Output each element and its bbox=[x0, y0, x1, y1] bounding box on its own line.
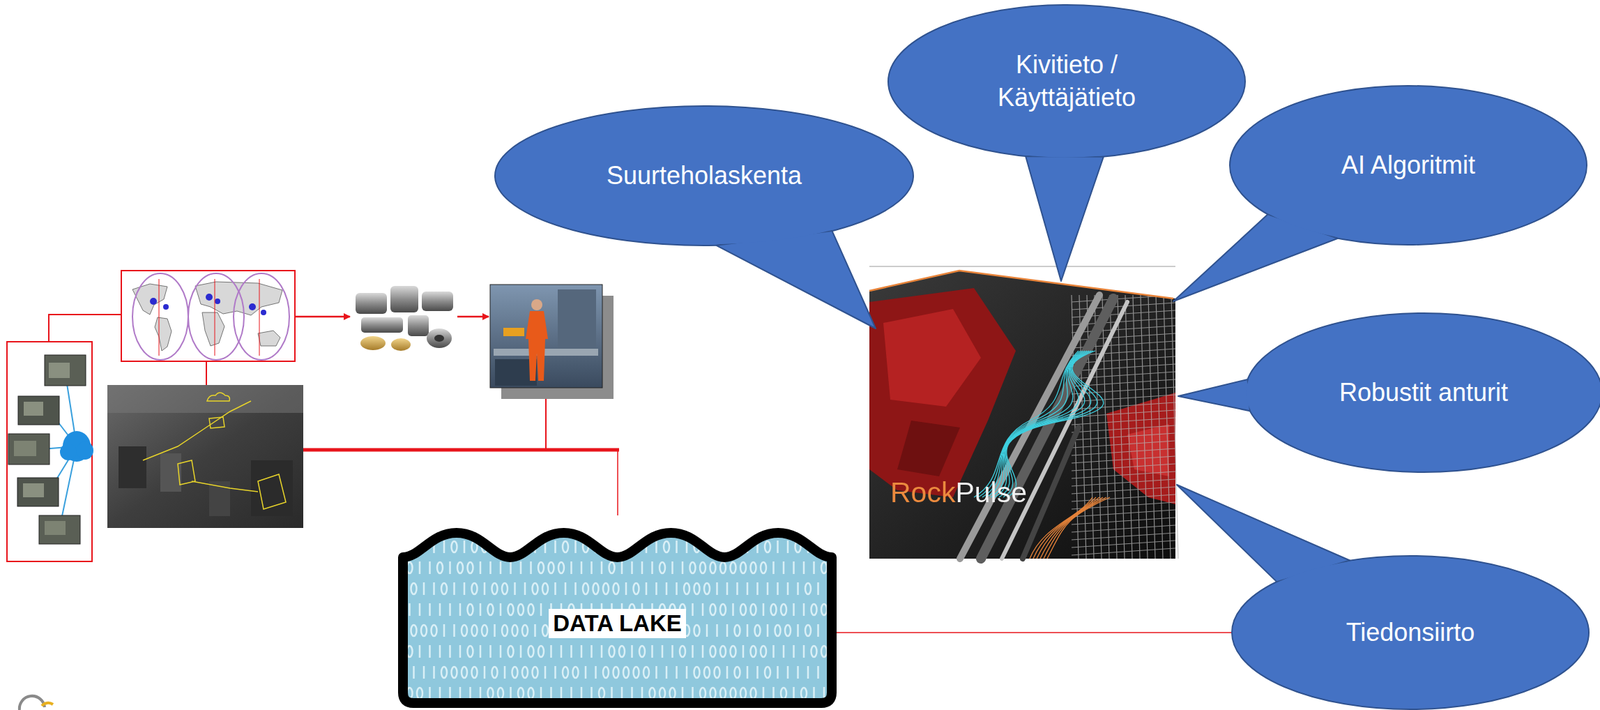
bubble-fill bbox=[1233, 557, 1589, 709]
brand-name: RockPulse bbox=[890, 476, 1027, 509]
red-link bbox=[205, 361, 208, 385]
logo-fragment bbox=[19, 695, 45, 710]
callout-bubble: Tiedonsiirto bbox=[1231, 555, 1589, 710]
callout-bubble: Robustit anturit bbox=[1245, 313, 1600, 472]
bubble-ellipse bbox=[1229, 85, 1587, 245]
image-shape bbox=[869, 267, 1176, 559]
red-link bbox=[48, 314, 122, 342]
bubble-fill bbox=[1246, 314, 1600, 472]
callout-bubble: Suurteholaskenta bbox=[494, 105, 914, 246]
machine-photos bbox=[8, 354, 86, 544]
spare-parts bbox=[355, 285, 454, 351]
product-image: RockPulse bbox=[869, 267, 1176, 559]
data-link bbox=[836, 631, 1232, 634]
callout-text: AI Algoritmit bbox=[1341, 149, 1476, 182]
red-arrow bbox=[457, 315, 489, 318]
bubble-ellipse bbox=[888, 4, 1246, 159]
callout-bubble: AI Algoritmit bbox=[1229, 85, 1587, 245]
bubble-fill bbox=[1231, 87, 1587, 245]
red-arrow bbox=[295, 315, 350, 318]
binary-texture bbox=[396, 540, 842, 700]
bubble-shape bbox=[888, 4, 1246, 159]
bubble-tail bbox=[1178, 379, 1251, 411]
bubble-fill bbox=[496, 107, 913, 245]
callout-text: Suurteholaskenta bbox=[606, 159, 802, 193]
logo-fragment bbox=[41, 702, 53, 706]
bubble-ellipse bbox=[494, 105, 914, 246]
data-lake: DATA LAKE bbox=[398, 525, 837, 709]
callout-text: Robustit anturit bbox=[1339, 376, 1508, 410]
drill-rig-picture bbox=[869, 265, 1179, 559]
bubble-ellipse bbox=[1245, 313, 1600, 472]
bubble-tail bbox=[1025, 156, 1104, 281]
lake-outline bbox=[402, 532, 832, 703]
callout-text: Kivitieto / Käyttäjätieto bbox=[979, 48, 1154, 115]
bubble-ellipse bbox=[1231, 555, 1589, 710]
bubble-fill bbox=[889, 6, 1245, 158]
lake-title: DATA LAKE bbox=[548, 608, 687, 638]
callout-text: Tiedonsiirto bbox=[1346, 616, 1476, 650]
callout-bubble: Kivitieto / Käyttäjätieto bbox=[888, 4, 1246, 159]
factory-photo bbox=[107, 384, 304, 528]
lake-water bbox=[402, 532, 832, 703]
red-link bbox=[303, 448, 620, 452]
cloud-icon bbox=[59, 430, 94, 462]
bubble-tail bbox=[715, 230, 876, 329]
red-link bbox=[616, 449, 619, 516]
world-map bbox=[121, 270, 295, 362]
worker-photo bbox=[490, 284, 614, 399]
